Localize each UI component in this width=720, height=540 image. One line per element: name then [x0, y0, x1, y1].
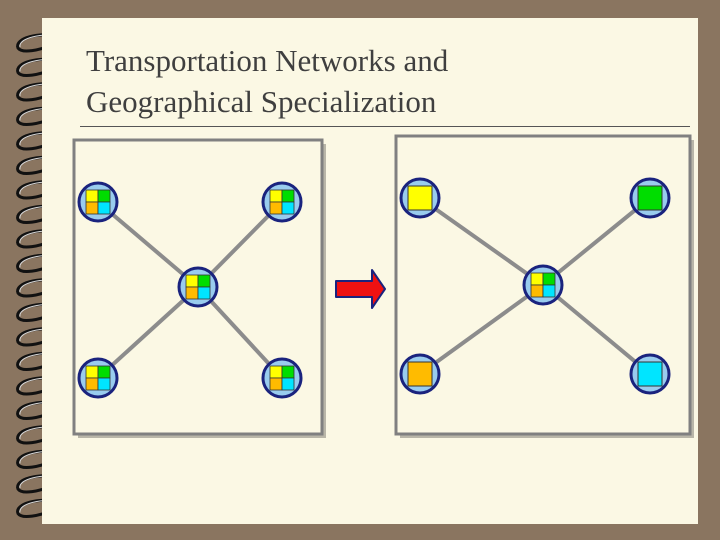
transport-link: [196, 285, 284, 380]
transport-link: [96, 200, 200, 289]
network-node: [261, 357, 303, 399]
transport-link: [96, 285, 200, 380]
network-node: [629, 177, 671, 219]
network-node: [261, 181, 303, 223]
network-node: [77, 181, 119, 223]
right-arrow-icon: [335, 269, 386, 309]
slide-title: Transportation Networks and Geographical…: [86, 43, 449, 119]
transport-link: [418, 196, 545, 287]
network-node: [629, 353, 671, 395]
network-node: [522, 264, 564, 306]
transport-link: [541, 196, 652, 287]
panel-before-specialization: [72, 138, 326, 438]
transport-link: [541, 283, 652, 376]
transport-link: [418, 283, 545, 376]
network-node: [399, 353, 441, 395]
network-node: [177, 266, 219, 308]
network-node: [399, 177, 441, 219]
title-underline: [80, 126, 690, 127]
panel-after-specialization: [394, 134, 694, 438]
network-node: [77, 357, 119, 399]
